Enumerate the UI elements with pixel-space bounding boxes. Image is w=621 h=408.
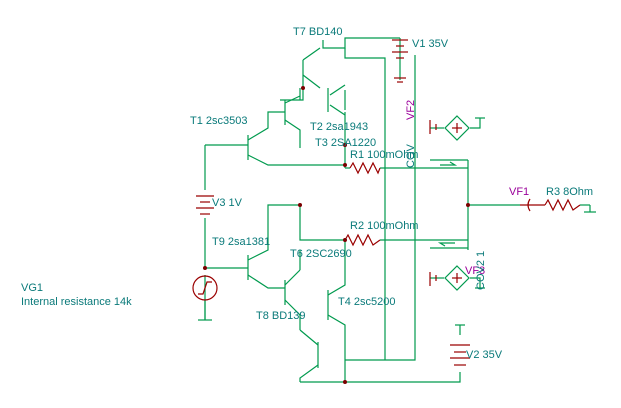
junctions (203, 86, 470, 384)
label-r3: R3 8Ohm (546, 186, 593, 198)
label-t8: T8 BD139 (256, 310, 306, 322)
label-r1: R1 100mOhm (350, 149, 418, 161)
label-vf2: VF2 (405, 100, 417, 120)
label-t1: T1 2sc3503 (190, 115, 247, 127)
dependent-source-vf3 (429, 265, 470, 291)
signal-source-vg1 (192, 275, 218, 301)
resistor-r3 (544, 198, 581, 212)
dependent-source-vf2 (429, 115, 470, 141)
label-t3: T3 2SA1220 (315, 137, 376, 149)
label-t6: T6 2SC2690 (290, 248, 352, 260)
label-t2: T2 2sa1943 (310, 121, 368, 133)
components (192, 39, 581, 366)
label-v3: V3 1V (212, 197, 243, 209)
label-internal-resistance: Internal resistance 14k (21, 296, 132, 308)
battery-v2 (450, 344, 470, 366)
label-cov: COV (405, 144, 417, 169)
label-vg1: VG1 (21, 282, 43, 294)
label-t4: T4 2sc5200 (338, 296, 395, 308)
label-t9: T9 2sa1381 (212, 236, 270, 248)
label-vf1: VF1 (509, 186, 529, 198)
battery-v1 (392, 39, 408, 83)
label-v2: V2 35V (466, 349, 503, 361)
label-v1: V1 35V (412, 38, 449, 50)
label-r2: R2 100mOhm (350, 220, 418, 232)
resistor-r2 (344, 233, 381, 247)
battery-v3 (196, 195, 214, 215)
resistor-r1 (349, 161, 381, 175)
wires (198, 37, 596, 383)
label-cov2: COV2 1 (475, 251, 487, 290)
labels: T7 BD140 V1 35V T1 2sc3503 T2 2sa1943 T3… (21, 26, 593, 361)
label-t7: T7 BD140 (293, 26, 343, 38)
label-vf3: VF3 (465, 265, 485, 277)
